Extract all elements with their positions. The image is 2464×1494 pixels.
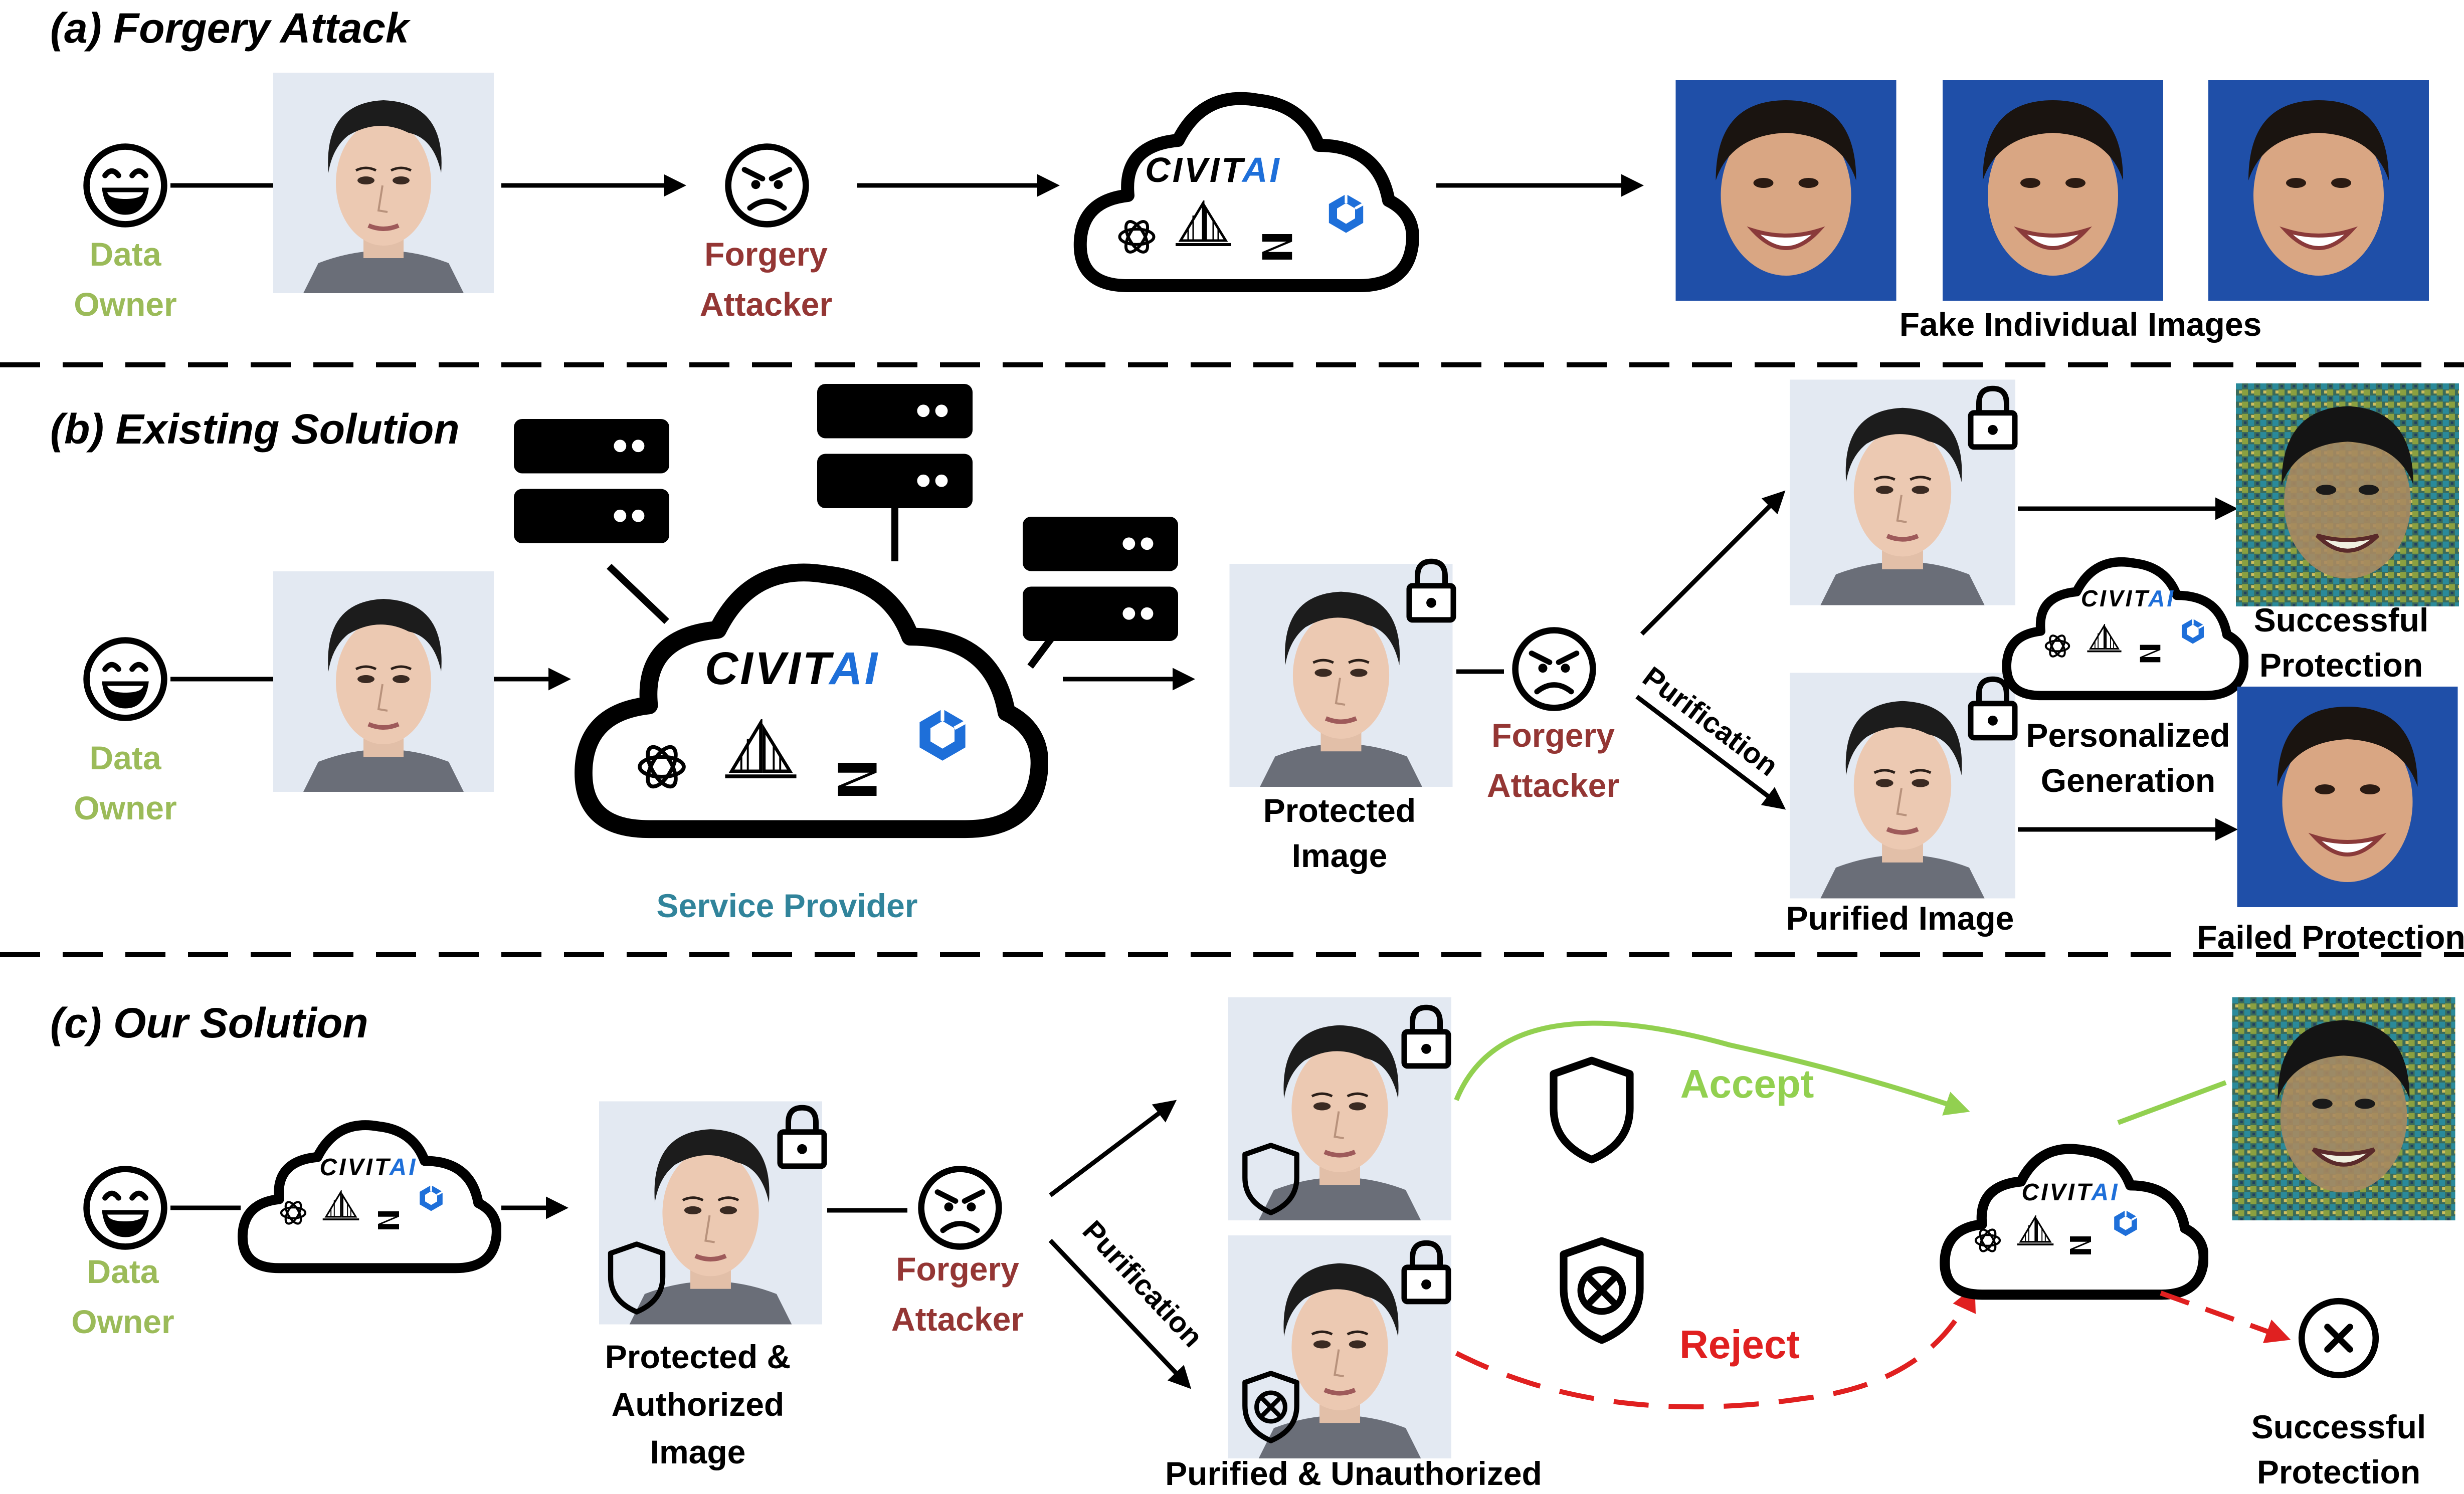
attacker-c-to-authorized-arrow <box>1049 1100 1177 1197</box>
successful-protection-b-line1: Successful <box>2254 601 2429 638</box>
personalized-generation-cloud: CIVITAI <box>2007 562 2244 696</box>
failed-protection-label: Failed Protection <box>2197 919 2464 956</box>
data-owner-c-label-line2: Owner <box>71 1303 174 1340</box>
accept-label: Accept <box>1680 1061 1814 1106</box>
forgery-attacker-c-label-line2: Attacker <box>891 1301 1024 1338</box>
noisy-output-image-b <box>2236 383 2459 606</box>
data-owner-label-line1: Data <box>89 236 161 273</box>
data-owner-happy-icon-c <box>87 1169 164 1247</box>
civitai-logo-b: CIVITAI <box>705 643 879 694</box>
section-a-title: (a) Forgery Attack <box>50 5 411 52</box>
server-connector-left <box>607 563 669 624</box>
personalized-generation-label-line2: Generation <box>2041 762 2215 799</box>
server-icon-right <box>1023 517 1178 641</box>
personalized-generation-label-line1: Personalized <box>2026 717 2230 754</box>
attacker-c-to-unauthorized-arrow <box>1048 1238 1192 1389</box>
service-provider-label: Service Provider <box>657 887 918 924</box>
forged-output-image-b <box>2237 687 2458 907</box>
successful-protection-c-line1: Successful <box>2251 1408 2426 1445</box>
verification-cloud-c: CIVITAI <box>1945 1149 2203 1295</box>
forgery-attacker-label-line2: Attacker <box>700 286 832 323</box>
fake-image-2 <box>1943 80 2163 301</box>
protected-image-b-caption-line1: Protected <box>1263 792 1416 829</box>
fake-image-1 <box>1676 80 1897 301</box>
original-face-photo-b <box>273 571 494 792</box>
protected-authorized-caption-line1: Protected & <box>605 1338 791 1375</box>
data-owner-b-label-line1: Data <box>89 739 161 776</box>
attacker-to-locked-arrow <box>1640 490 1786 636</box>
server-connector-right <box>1027 634 1056 669</box>
cloud-to-noisy-green-line <box>2117 1080 2227 1125</box>
purification-label-b: Purification <box>1637 660 1784 782</box>
data-owner-happy-icon-b <box>87 641 164 718</box>
cloud-to-reject-red-arrow <box>2160 1291 2291 1343</box>
original-face-photo <box>273 73 494 293</box>
protected-authorized-caption-line3: Image <box>650 1433 746 1470</box>
data-owner-c-label-line1: Data <box>87 1253 159 1290</box>
purification-label-c: Purification <box>1076 1214 1209 1354</box>
data-owner-b-label-line2: Owner <box>74 789 176 826</box>
protected-authorized-caption-line2: Authorized <box>612 1386 785 1423</box>
service-provider-cloud-c: CIVITAI <box>243 1125 497 1268</box>
forgery-attacker-angry-icon-b <box>1515 630 1593 708</box>
rejection-circle-x-icon <box>2302 1301 2376 1375</box>
forgery-attacker-angry-icon <box>728 147 806 225</box>
forgery-attacker-label-line1: Forgery <box>704 236 828 273</box>
purified-unauthorized-caption: Purified & Unauthorized <box>1165 1455 1542 1492</box>
section-c-title: (c) Our Solution <box>50 999 368 1046</box>
reject-shieldx-icon <box>1564 1241 1640 1340</box>
purified-image-caption: Purified Image <box>1786 900 2014 937</box>
forgery-attacker-b-label-line1: Forgery <box>1491 717 1615 754</box>
server-icon-left <box>514 419 669 543</box>
successful-protection-c-line2: Protection <box>2257 1453 2420 1490</box>
section-b-title: (b) Existing Solution <box>50 405 460 453</box>
protected-image-b-caption-line2: Image <box>1292 837 1388 874</box>
fake-images-caption: Fake Individual Images <box>1900 306 2262 343</box>
service-provider-cloud: CIVITAI <box>584 572 1040 829</box>
successful-protection-b-line2: Protection <box>2259 647 2423 684</box>
civitai-logo-b-small: CIVITAI <box>2081 585 2175 611</box>
forgery-attacker-b-label-line2: Attacker <box>1487 767 1619 804</box>
model-service-cloud-a: CIVITAI <box>1080 99 1413 286</box>
civitai-logo-c: CIVITAI <box>319 1154 417 1181</box>
noisy-output-image-c <box>2232 997 2455 1220</box>
civitai-logo-c2: CIVITAI <box>2021 1179 2119 1206</box>
civitai-logo: CIVITAI <box>1145 150 1281 189</box>
server-icon-top <box>817 384 973 508</box>
fake-image-3 <box>2208 80 2429 301</box>
accept-curved-arrow <box>1454 1020 1970 1116</box>
data-owner-happy-icon <box>87 147 164 225</box>
data-owner-label-line2: Owner <box>74 286 176 323</box>
forgery-attacker-c-label-line1: Forgery <box>896 1250 1019 1288</box>
forgery-attacker-angry-icon-c <box>921 1169 999 1247</box>
attacker-to-purified-arrow <box>1635 695 1786 810</box>
reject-label: Reject <box>1679 1322 1800 1367</box>
accept-shield-icon <box>1554 1060 1630 1160</box>
